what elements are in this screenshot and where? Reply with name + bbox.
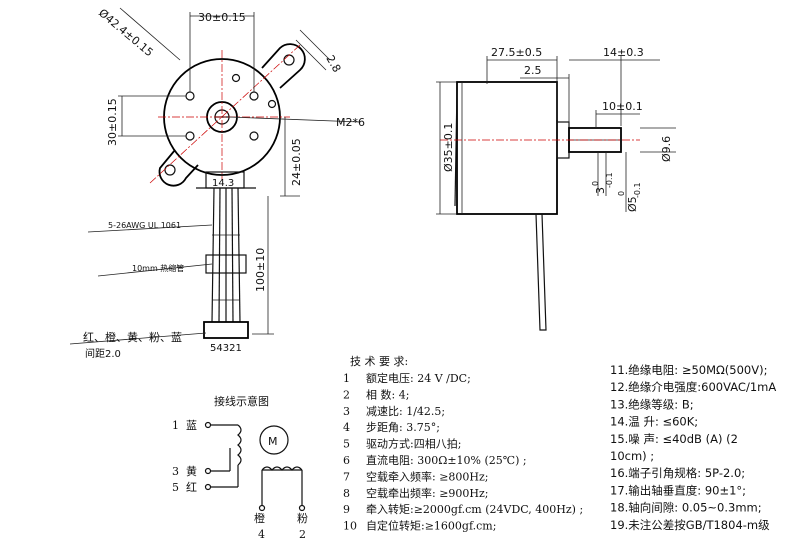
spec-item: 空载牵入频率: ≥800Hz; <box>366 469 489 483</box>
pin-2-color: 粉 <box>297 512 308 525</box>
inner-hole <box>185 91 195 101</box>
spec-item: 12.绝缘介电强度:600VAC/1mA <box>610 380 776 394</box>
spec-item: 10cm) ; <box>610 449 654 463</box>
connector <box>203 321 249 339</box>
spec-number: 8 <box>343 487 350 500</box>
spec-item: 相 数: 4; <box>366 388 409 401</box>
spec-number: 3 <box>343 405 350 418</box>
heat-shrink-sleeve <box>205 254 247 274</box>
side-body <box>456 81 558 215</box>
spec-item: 19.未注公差按GB/T1804-m级 <box>610 518 770 532</box>
specs-left-list: 1 额定电压: 24 V /DC; 2 相 数: 4; 3 减速比: 1/42.5; 4 步距… <box>343 371 583 533</box>
sleeve-note: 10mm 热缩管 <box>132 263 184 273</box>
inner-hole <box>267 99 277 109</box>
wiring-title: 接线示意图 <box>214 394 269 408</box>
specs-title: 技 术 要 求: <box>350 355 408 368</box>
svg-text:0: 0 <box>591 181 600 186</box>
connector-number: 54321 <box>210 343 242 354</box>
tech-specs: 技 术 要 求: 1 额定电压: 24 V /DC; 2 相 数: 4; 3 减速比: 1… <box>343 355 776 533</box>
spec-number: 2 <box>343 388 350 401</box>
wiring-diagram: 接线示意图 M 1 蓝 3 黄 5 红 橙 4 粉 2 <box>172 394 308 541</box>
spec-item: 15.噪 声: ≤40dB (A) (2 <box>610 432 738 446</box>
spec-item: 步距角: 3.75°; <box>366 421 440 434</box>
spec-item: 14.温 升: ≤60K; <box>610 415 698 429</box>
shaft-thread-label: M2*6 <box>336 116 365 129</box>
lead-tail <box>535 213 547 331</box>
svg-text:0: 0 <box>617 191 626 196</box>
inner-hole <box>249 91 259 101</box>
pin-4: 4 <box>258 528 265 541</box>
mounting-ear-left <box>158 149 199 187</box>
spec-item: 空载牵出频率: ≥900Hz; <box>366 486 489 500</box>
dim-height-left: 30±0.15 <box>106 98 119 146</box>
spec-item: 牵入转矩:≥2000gf.cm (24VDC, 400Hz) ; <box>366 502 583 516</box>
dim-flange: 2.5 <box>524 64 542 77</box>
dim-shaft-length: 14±0.3 <box>603 46 644 59</box>
dim-shaft-5: Ø5 <box>626 196 639 212</box>
spec-number: 1 <box>343 372 350 385</box>
spec-item: 17.输出轴垂直度: 90±1°; <box>610 483 746 497</box>
pin-pitch: 间距2.0 <box>85 347 121 360</box>
wire-colors: 红、橙、黄、粉、蓝 <box>83 330 182 344</box>
dim-shaft-diameter: Ø9.6 <box>660 136 673 162</box>
pin-1: 1 <box>172 419 179 432</box>
inner-hole <box>231 73 241 83</box>
inner-hole <box>249 131 259 141</box>
svg-text:-0.1: -0.1 <box>633 182 642 198</box>
spec-item: 减速比: 1/42.5; <box>366 405 445 418</box>
spec-item: 16.端子引角规格: 5P-2.0; <box>610 466 745 480</box>
pin-5-color: 红 <box>186 481 197 494</box>
pin-4-color: 橙 <box>254 511 265 525</box>
dim-wire-exit: 14.3 <box>212 178 234 189</box>
inner-hole <box>185 131 195 141</box>
side-view: 27.5±0.5 14±0.3 2.5 10±0.1 Ø35±0.1 Ø9.6 … <box>436 46 676 331</box>
dim-center-tab: 24±0.05 <box>290 138 303 186</box>
pin-3: 3 <box>172 465 179 478</box>
spec-item: 11.绝缘电阻: ≥50MΩ(500V); <box>610 363 767 377</box>
motor-symbol <box>259 425 289 455</box>
svg-text:-0.1: -0.1 <box>605 172 614 188</box>
pin-3-color: 黄 <box>186 464 197 478</box>
mounting-ear-right <box>261 43 306 89</box>
dim-body-length: 27.5±0.5 <box>491 46 542 59</box>
dim-shaft-flat: 3 <box>594 187 607 194</box>
spec-item: 额定电压: 24 V /DC; <box>366 371 471 385</box>
spec-number: 9 <box>343 503 350 516</box>
spec-number: 10 <box>343 520 357 533</box>
dim-lead-length: 100±10 <box>254 248 267 292</box>
spec-item: 自定位转矩:≥1600gf.cm; <box>366 519 496 533</box>
wire-note: 5-26AWG UL 1061 <box>108 221 181 230</box>
mount-hole-left <box>164 164 176 176</box>
dim-width-top: 30±0.15 <box>198 11 246 24</box>
pin-1-color: 蓝 <box>186 419 197 432</box>
spec-number: 4 <box>343 421 350 434</box>
mount-hole-right <box>283 54 295 66</box>
center-line-diag <box>149 44 301 184</box>
dim-body-diameter: Ø35±0.1 <box>442 123 455 172</box>
specs-right-list: 11.绝缘电阻: ≥50MΩ(500V); 12.绝缘介电强度:600VAC/1m… <box>610 363 776 532</box>
spec-number: 7 <box>343 470 350 483</box>
spec-number: 5 <box>343 438 350 451</box>
spec-item: 直流电阻: 300Ω±10% (25℃) ; <box>366 453 527 467</box>
spec-item: 18.轴向间隙: 0.05~0.3mm; <box>610 501 762 515</box>
front-view: 30±0.15 Ø42.4±0.15 2.8 30±0.15 M2*6 24±0… <box>69 6 365 360</box>
pin-5: 5 <box>172 481 179 494</box>
pin-2: 2 <box>299 528 306 541</box>
spec-item: 驱动方式:四相八拍; <box>366 437 461 451</box>
dim-outer-diameter: Ø42.4±0.15 <box>96 6 156 59</box>
spec-number: 6 <box>343 454 350 467</box>
spec-item: 13.绝缘等级: B; <box>610 397 694 411</box>
motor-symbol-label: M <box>268 435 278 448</box>
dim-flat-length: 10±0.1 <box>602 100 643 113</box>
